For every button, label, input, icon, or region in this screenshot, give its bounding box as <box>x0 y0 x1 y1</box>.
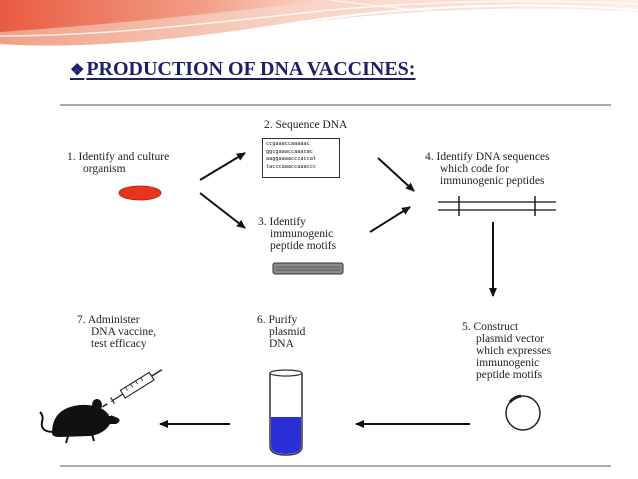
step6-line: DNA <box>269 338 294 350</box>
slide-title: ❖PRODUCTION OF DNA VACCINES: <box>70 58 415 81</box>
peptide-motif-shape <box>272 262 344 275</box>
arrow-2-to-4 <box>377 157 415 192</box>
step1-label: 1. Identify and culture organism <box>67 151 169 175</box>
step4-label: 4. Identify DNA sequences which code for… <box>425 151 550 187</box>
plasmid-icon <box>505 394 541 431</box>
step6-line: 6. Purify <box>257 314 298 326</box>
step2-label: 2. Sequence DNA <box>264 119 347 131</box>
step4-line: 4. Identify DNA sequences <box>425 151 550 163</box>
arrow-1-to-2 <box>199 152 246 181</box>
diagram-frame <box>60 104 611 467</box>
step7-line: 7. Administer <box>77 314 140 326</box>
step5-line: peptide motifs <box>476 369 543 381</box>
step5-line: 5. Construct <box>462 321 519 333</box>
step1-line: 1. Identify and culture <box>67 151 170 163</box>
step3-line: immunogenic <box>270 228 334 240</box>
step7-line: test efficacy <box>91 338 147 350</box>
step5-line: plasmid vector <box>476 333 545 345</box>
step2-line: 2. Sequence DNA <box>264 119 348 131</box>
organism-shape <box>118 185 162 201</box>
step5-line: immunogenic <box>476 357 540 369</box>
sequence-line: aaggaaaacccaccat <box>266 156 316 162</box>
step7-label: 7. Administer DNA vaccine, test efficacy <box>77 314 156 350</box>
mouse-icon <box>39 399 120 444</box>
syringe-icon <box>102 369 163 408</box>
step1-line: organism <box>83 163 126 175</box>
arrow-1-to-3 <box>199 192 246 229</box>
sequence-line: tacccaaaccaaaccc <box>266 163 316 170</box>
step4-line: which code for <box>440 163 509 175</box>
header-banner <box>0 0 638 48</box>
arrow-3-to-4 <box>369 206 411 233</box>
step3-label: 3. Identify immunogenic peptide motifs <box>258 216 336 252</box>
step7-line: DNA vaccine, <box>91 326 157 338</box>
gene-sequence-bar <box>438 196 556 216</box>
slide-title-text: PRODUCTION OF DNA VACCINES: <box>86 58 416 80</box>
dna-sequence-box: ccgaaaccaaaaac ggcgaaaccaaacac aaggaaaac… <box>262 138 340 178</box>
sequence-line: ccgaaaccaaaaac <box>266 141 310 147</box>
step3-line: peptide motifs <box>270 240 337 252</box>
step5-line: which expresses <box>476 345 552 357</box>
step3-line: 3. Identify <box>258 216 306 228</box>
step6-line: plasmid <box>269 326 306 338</box>
test-tube-icon <box>269 369 303 456</box>
step6-label: 6. Purify plasmid DNA <box>257 314 305 350</box>
diamond-bullet-icon: ❖ <box>70 62 85 79</box>
sequence-line: ggcgaaaccaaacac <box>266 148 313 155</box>
step4-line: immunogenic peptides <box>440 175 545 187</box>
step5-label: 5. Construct plasmid vector which expres… <box>462 321 551 381</box>
